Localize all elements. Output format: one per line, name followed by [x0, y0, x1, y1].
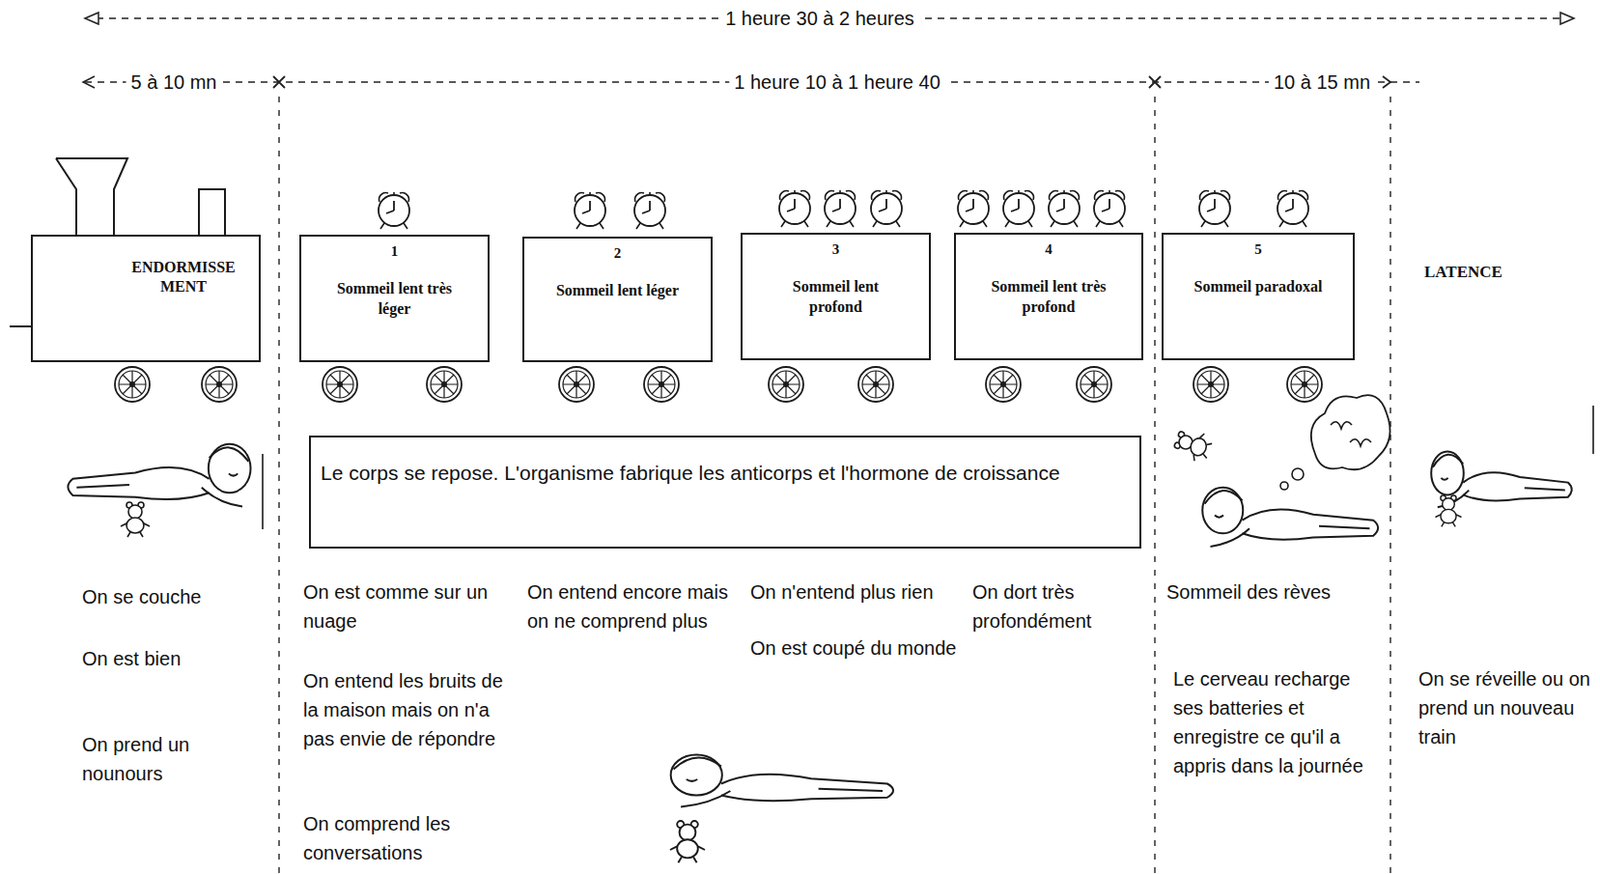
duration-label: 1 heure 10 à 1 heure 40: [729, 67, 946, 97]
phase-description: On est bien: [82, 644, 261, 674]
stage-name: Sommeil lent très profond: [983, 277, 1115, 318]
wagon-box: 5Sommeil paradoxal: [1161, 232, 1355, 361]
phase-description: On entend les bruits de la maison mais o…: [303, 666, 522, 754]
duration-label: 10 à 15 mn: [1268, 67, 1376, 97]
phase-description: Le cerveau recharge ses batteries et enr…: [1173, 664, 1384, 781]
info-text: Le corps se repose. L'organisme fabrique…: [320, 458, 1128, 487]
phase-description: On est comme sur un nuage: [303, 577, 518, 636]
wagon-box: 2Sommeil lent léger: [522, 236, 713, 363]
stage-name: Sommeil lent profond: [770, 277, 901, 318]
callout-number: 4: [961, 240, 1136, 258]
wagon-box: 3Sommeil lent profond: [740, 232, 931, 361]
info-box: Le corps se repose. L'organisme fabrique…: [308, 435, 1142, 549]
duration-label: 1 heure 30 à 2 heures: [720, 3, 920, 33]
phase-description: On comprend les conversations: [303, 809, 518, 868]
phase-description: On se couche: [82, 582, 261, 612]
wagon-box: 4Sommeil lent très profond: [954, 232, 1144, 361]
locomotive: ENDORMISSE MENT: [30, 234, 261, 363]
phase-description: Sommeil des rèves: [1166, 577, 1385, 607]
phase-description: On dort très profondément: [972, 577, 1147, 636]
callout-number: 5: [1169, 240, 1348, 258]
stage-name: ENDORMISSE MENT: [121, 257, 246, 297]
duration-label: 5 à 10 mn: [126, 67, 223, 97]
stage-name: Sommeil paradoxal: [1169, 277, 1348, 298]
wagon-box: 1Sommeil lent très léger: [299, 234, 490, 363]
phase-description: On prend un nounours: [82, 729, 237, 788]
phase-description: On n'entend plus rien: [750, 577, 958, 607]
phase-description: On est coupé du monde: [750, 633, 958, 663]
stage-name: Sommeil lent très léger: [329, 279, 460, 320]
phase-description: On se réveille ou on prend un nouveau tr…: [1418, 664, 1591, 752]
callout-number: 1: [307, 242, 482, 260]
callout-number: 2: [530, 244, 705, 262]
stage-name: Sommeil lent léger: [552, 280, 683, 302]
callout-number: 3: [748, 240, 924, 258]
phase-description: On entend encore mais on ne comprend plu…: [527, 577, 742, 636]
stage-name: LATENCE: [1424, 262, 1531, 282]
